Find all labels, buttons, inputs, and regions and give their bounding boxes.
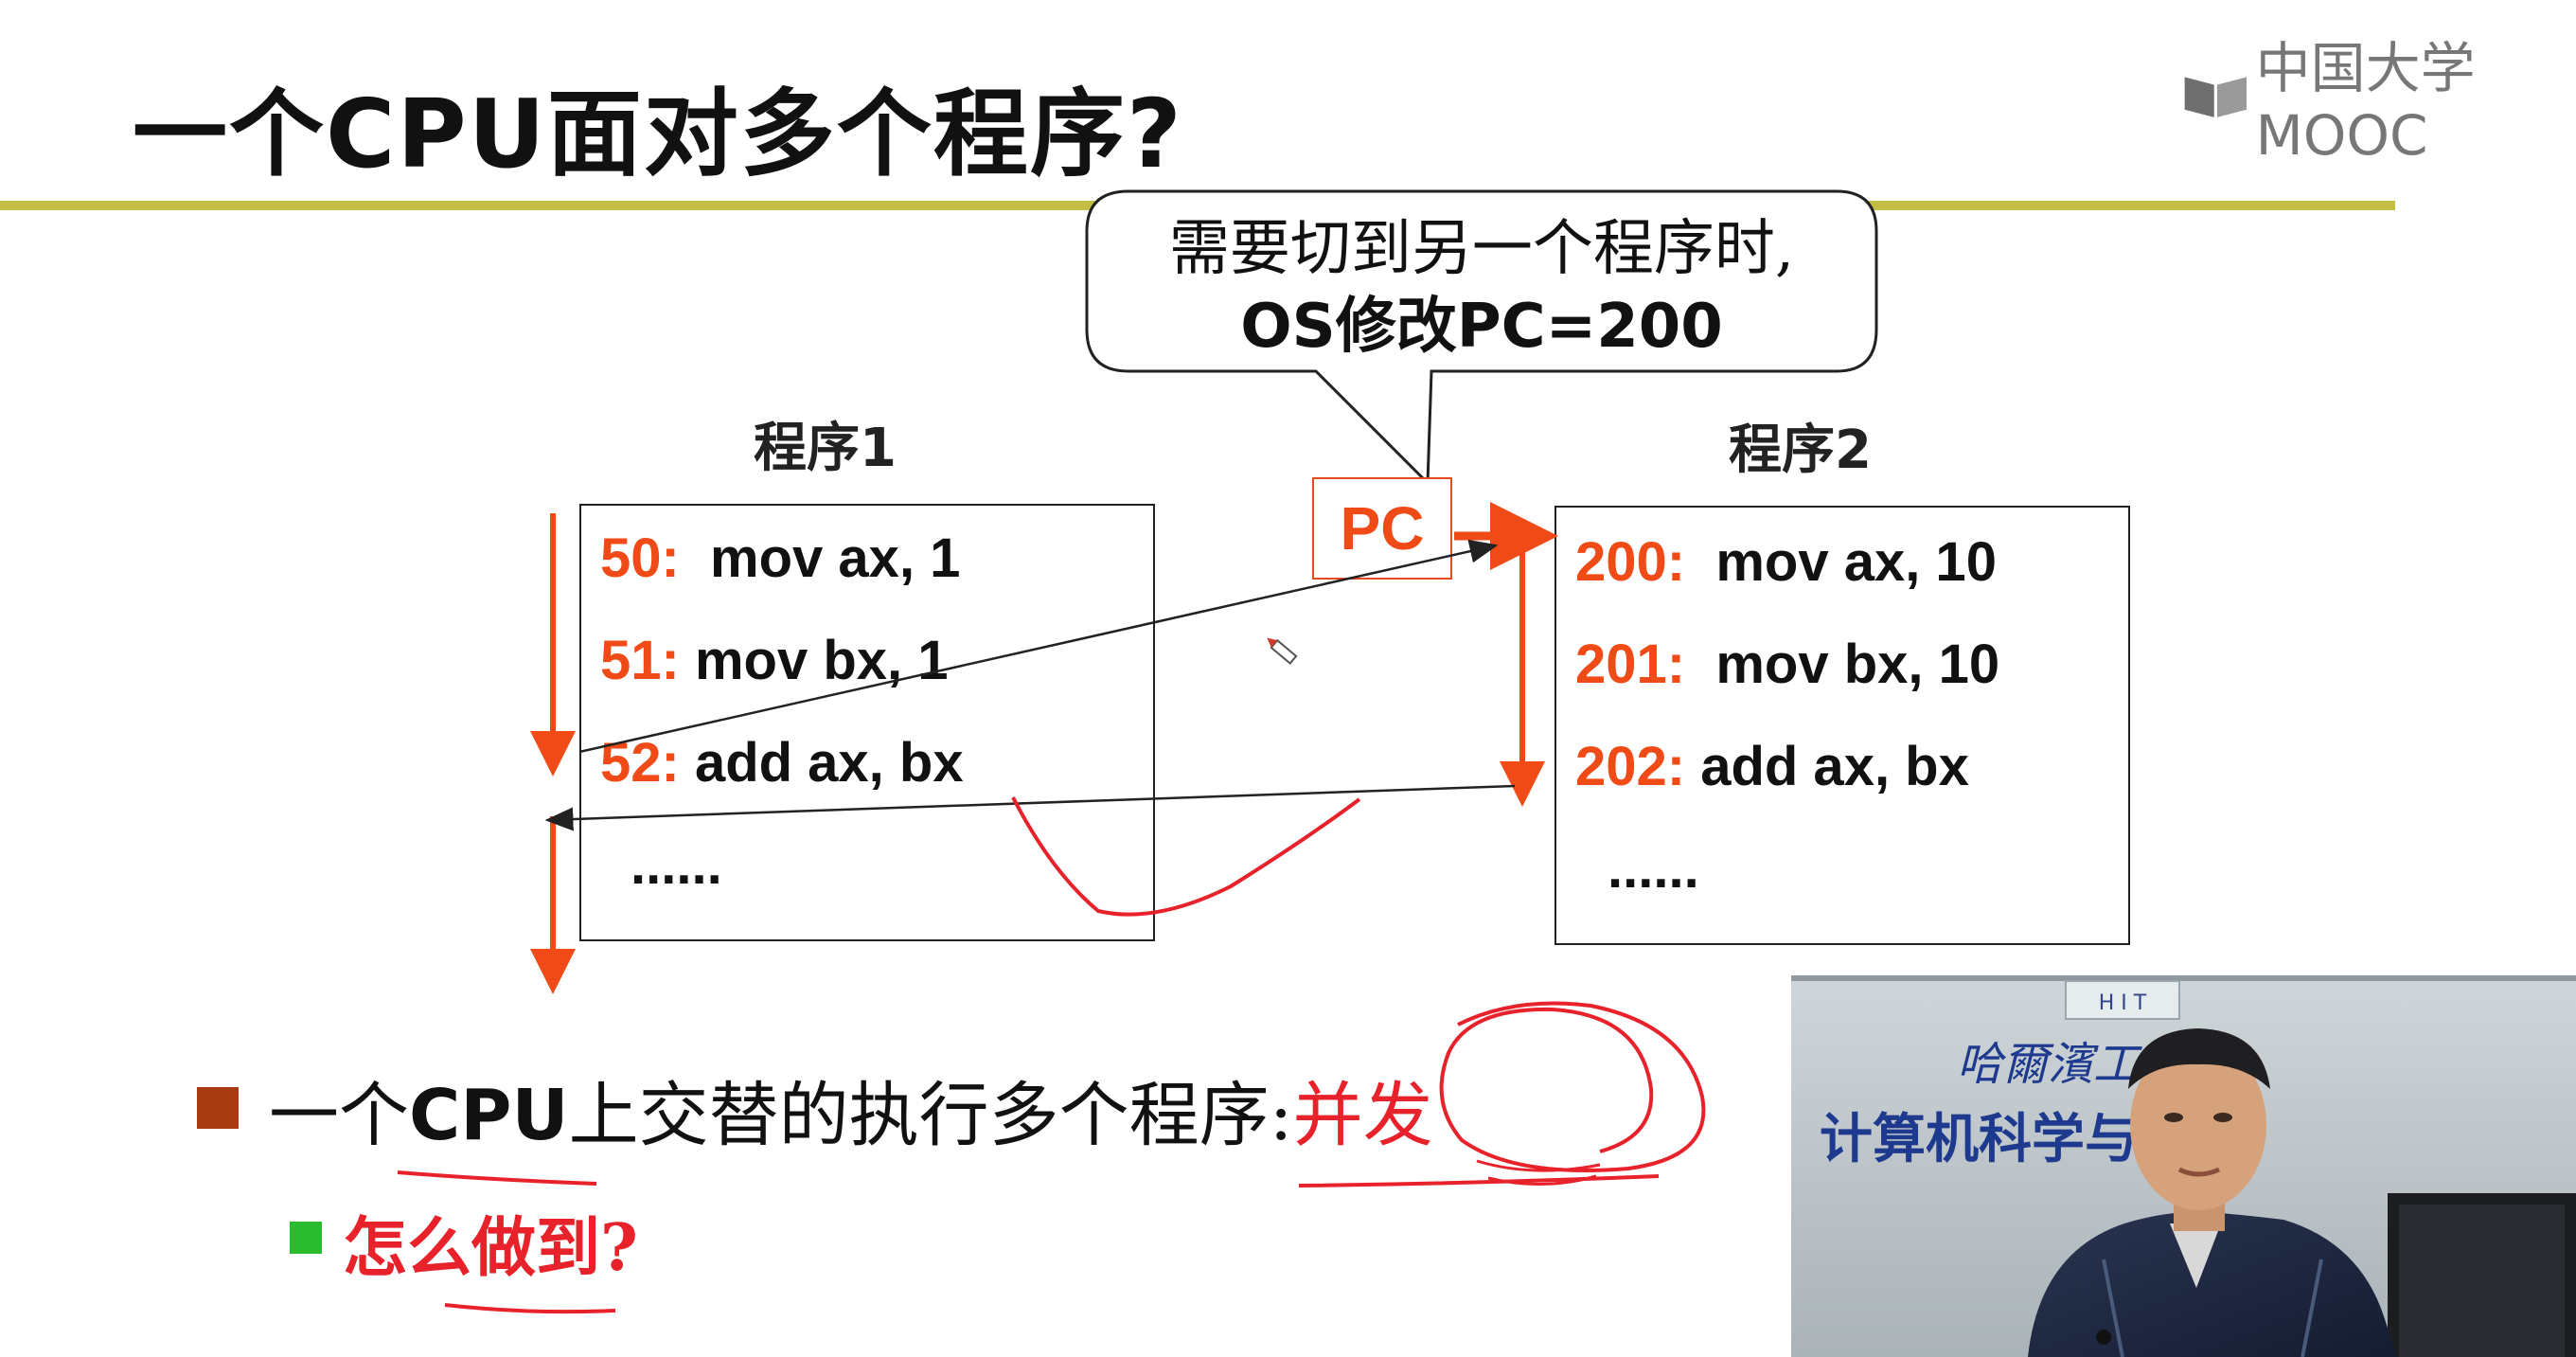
program2-code-box: [1554, 506, 2130, 945]
mooc-book-icon: [2184, 77, 2247, 117]
bullet-square-2: [290, 1222, 322, 1254]
mooc-logo: 中国大学MOOC: [2183, 36, 2576, 168]
annotation-underline-concurrency: [1298, 1174, 1660, 1187]
switch-back-program1-arrow: [544, 784, 1516, 831]
speech-bubble: [1085, 189, 1878, 487]
bullet-text-1: 一个CPU上交替的执行多个程序:并发: [269, 1075, 1433, 1156]
bubble-line-2: OS修改PC=200: [1240, 292, 1723, 362]
pc-register-box: PC: [1312, 477, 1452, 580]
program2-line-2: 201: mov bx, 10: [1575, 634, 2000, 695]
switch-to-program2-arrow: [578, 539, 1499, 754]
annotation-swoosh: [1011, 796, 1361, 917]
annotation-circle-concurrency: [1439, 1001, 1706, 1172]
bullet-square-1: [197, 1087, 239, 1129]
program1-line-3: 52: add ax, bx: [600, 732, 964, 794]
bullet-text-2: 怎么做到?: [343, 1210, 638, 1286]
slide-title: 一个CPU面对多个程序?: [133, 79, 1183, 189]
bubble-text: 需要切到另一个程序时, OS修改PC=200: [1089, 210, 1874, 366]
program2-label: 程序2: [1729, 420, 1872, 481]
instructor-video-frame: H I T 哈爾濱工業大 计算机科学与技 院: [1791, 975, 2576, 1357]
program2-line-3: 202: add ax, bx: [1575, 736, 1969, 797]
bubble-line-1: 需要切到另一个程序时,: [1168, 214, 1795, 284]
annotation-underline-how: [444, 1303, 616, 1314]
program1-line-1: 50: mov ax, 1: [600, 527, 961, 589]
program1-line-4: ......: [631, 834, 722, 896]
pen-cursor-icon: [1267, 637, 1298, 665]
program1-label: 程序1: [754, 418, 897, 479]
mooc-logo-text: 中国大学MOOC: [2255, 36, 2476, 168]
concurrency-term: 并发: [1292, 1075, 1433, 1156]
annotation-underline-cpu: [397, 1170, 597, 1186]
program2-line-4: ......: [1608, 838, 1699, 900]
emblem-text: H I T: [2099, 991, 2147, 1015]
program2-line-1: 200: mov ax, 10: [1575, 531, 1997, 593]
instructor-video: H I T 哈爾濱工業大 计算机科学与技 院: [1791, 975, 2576, 1357]
annotation-scribble-under: [1476, 1159, 1601, 1187]
